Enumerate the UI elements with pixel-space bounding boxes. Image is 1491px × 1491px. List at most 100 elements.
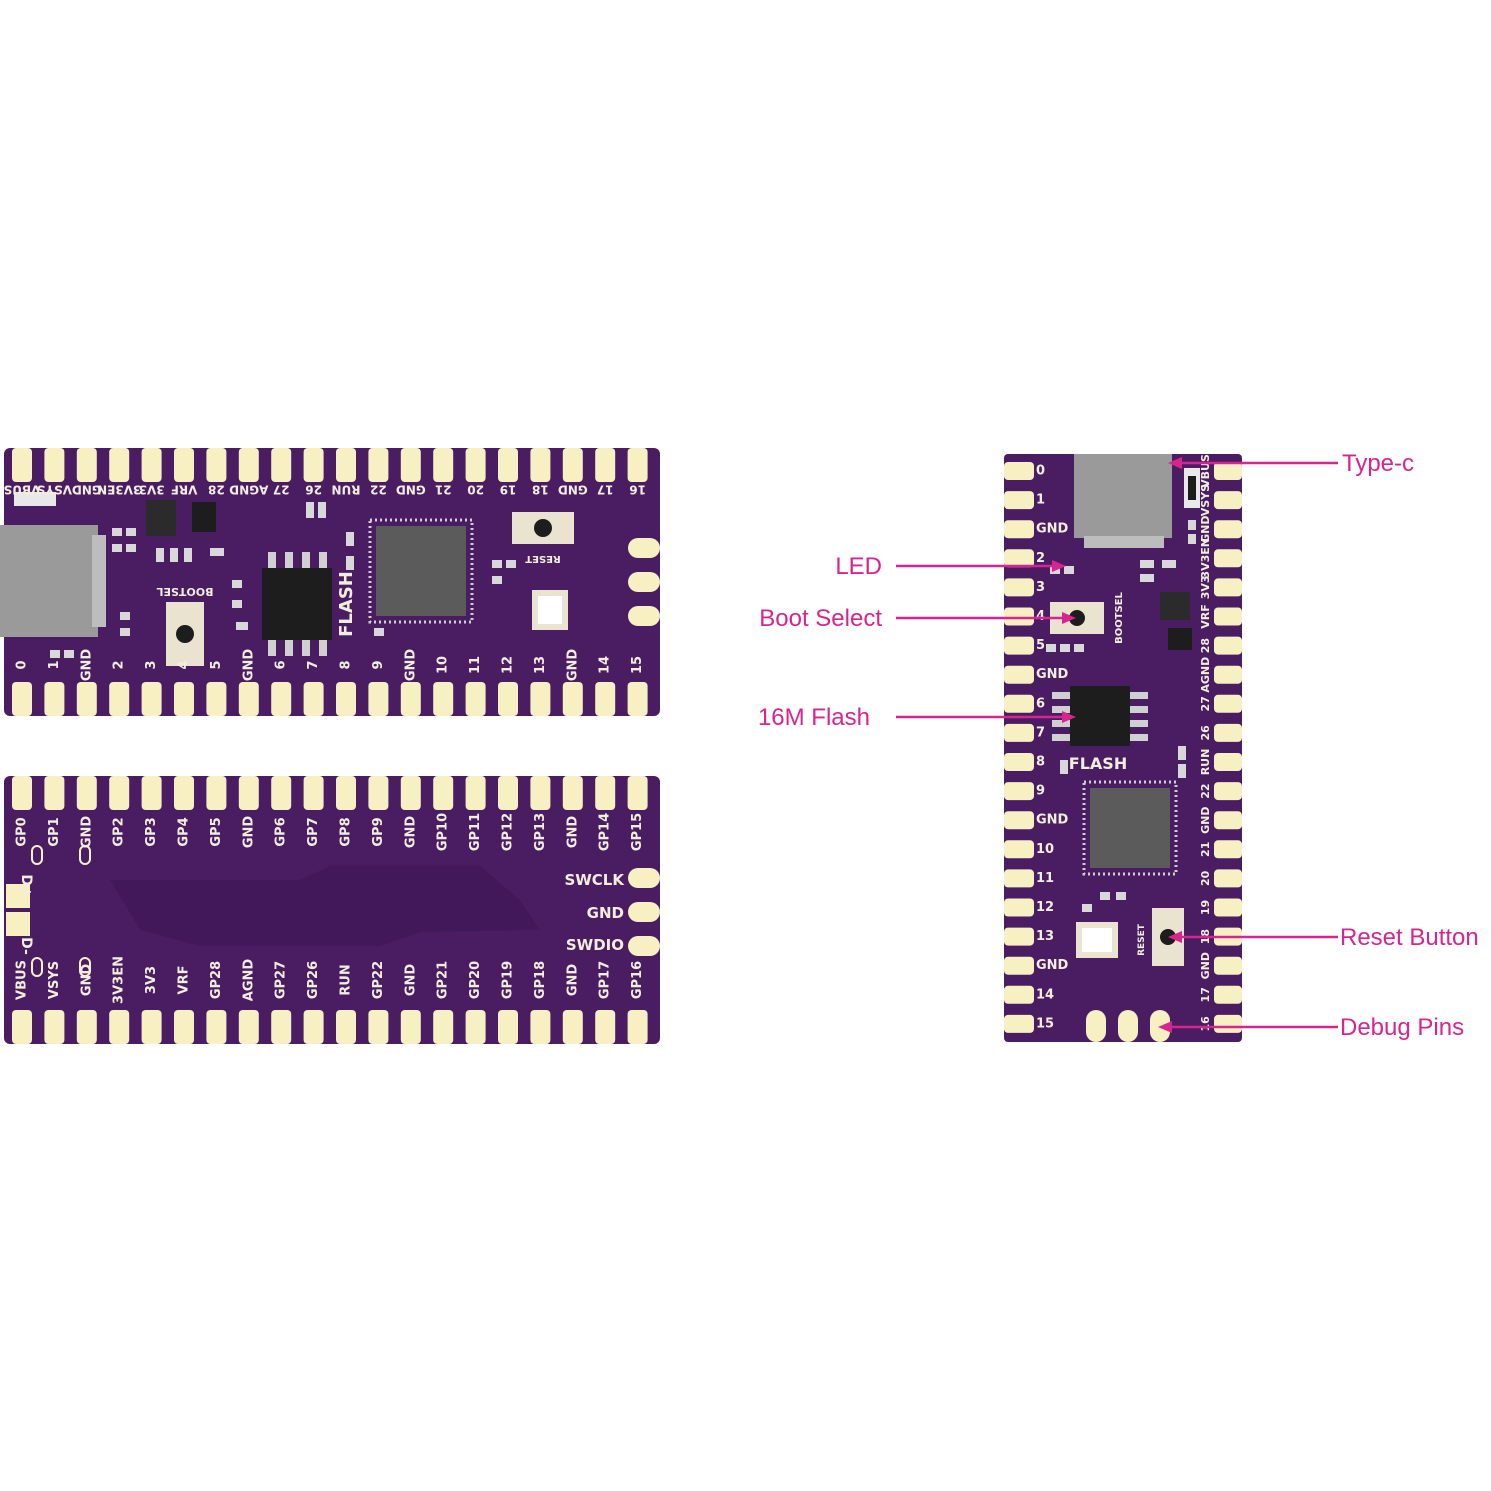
board-b-bottom-pin-label-16: GP18 <box>533 961 548 999</box>
castellated-pad <box>1004 811 1034 830</box>
board-a-top-pin-label-13: 21 <box>435 483 452 497</box>
inductor <box>192 502 216 532</box>
castellated-pad <box>1004 665 1034 684</box>
castellated-pad <box>1004 462 1034 480</box>
castellated-pad <box>400 776 421 810</box>
board-b-bottom-pin-label-8: GP27 <box>274 961 289 999</box>
flash-chip <box>1052 686 1148 746</box>
board-a-top-pin-label-19: 16 <box>629 483 646 497</box>
board-b-top-pads <box>12 776 648 810</box>
castellated-pad <box>465 448 486 482</box>
castellated-pad <box>1214 694 1242 713</box>
castellated-pad <box>1214 782 1242 801</box>
castellated-pad <box>1004 549 1034 568</box>
board-b-debug-pad <box>628 902 660 922</box>
board-a-top-pin-label-11: 22 <box>370 483 387 497</box>
board-b-top-pin-label-8: GP6 <box>274 817 289 846</box>
castellated-pad <box>530 1010 551 1044</box>
castellated-pad <box>141 682 162 716</box>
reset-label: RESET <box>525 553 561 564</box>
castellated-pad <box>1214 578 1242 597</box>
board-c-left-pin-label-5: 4 <box>1036 609 1045 624</box>
board-c-right-pin-label-0: VBUS <box>1199 454 1212 488</box>
inductor <box>1168 628 1192 650</box>
via-slot <box>31 957 43 977</box>
board-b-bottom-pin-label-14: GP20 <box>468 961 483 999</box>
board-a-top-pin-label-0: VBUS <box>4 483 41 497</box>
board-a-bottom-pin-label-4: 3 <box>144 660 159 669</box>
castellated-pad <box>562 448 583 482</box>
castellated-pad <box>1004 520 1034 539</box>
board-c-right-pin-label-4: 3V3 <box>1199 575 1212 599</box>
board-a-bottom-pin-label-9: 7 <box>306 660 321 669</box>
board-c-right-pin-label-1: VSYS <box>1199 484 1212 516</box>
castellated-pad <box>1004 869 1034 888</box>
board-c-left-pin-label-12: GND <box>1036 813 1069 828</box>
board-b-top-pin-label-1: GP1 <box>47 817 62 846</box>
castellated-pad <box>562 1010 583 1044</box>
castellated-pad <box>1004 1014 1034 1033</box>
castellated-pad <box>433 1010 454 1044</box>
board-b-debug-pad <box>628 868 660 888</box>
board-b-top-pin-label-10: GP8 <box>339 817 354 846</box>
castellated-pad <box>627 682 648 716</box>
board-a-bottom-pin-label-13: 10 <box>436 656 451 674</box>
bootsel-button-cap <box>176 625 194 643</box>
castellated-pad <box>174 682 194 716</box>
board-b-bottom-pin-label-15: GP19 <box>501 961 516 999</box>
castellated-pad <box>206 776 227 810</box>
castellated-pad <box>1004 927 1034 946</box>
board-c-right-labels: VBUSVSYSGND3V3EN3V3VRF28AGND2726RUN22GND… <box>1199 454 1212 1032</box>
board-b-top-pin-label-15: GP12 <box>501 813 516 851</box>
via-slot <box>31 845 43 865</box>
castellated-pad <box>12 682 32 716</box>
via-slot <box>79 845 91 865</box>
castellated-pad <box>271 776 292 810</box>
callout-reset-button-label: Reset Button <box>1340 924 1479 951</box>
castellated-pad <box>1214 491 1242 510</box>
castellated-pad <box>12 448 32 482</box>
board-b-top-pin-label-4: GP3 <box>144 817 159 846</box>
castellated-pad <box>76 682 97 716</box>
board-a-debug-pad <box>628 572 660 592</box>
board-b-top-pin-label-5: GP4 <box>177 817 192 846</box>
board-a-bottom-pin-label-17: GND <box>565 649 580 682</box>
board-a-top-pin-label-4: 3V3 <box>139 483 165 497</box>
board-a-top-pin-label-1: VSYS <box>37 483 72 497</box>
castellated-pad <box>530 776 551 810</box>
board-c-left-pin-label-0: 0 <box>1036 464 1045 479</box>
swdio-label: SWDIO <box>566 936 624 954</box>
board-b-top-pin-label-2: GND <box>79 816 94 849</box>
board-top-view: BOOTSEL FLASH RESET <box>0 448 660 716</box>
board-b-bottom-pin-label-5: VRF <box>177 966 192 995</box>
board-b-top-pin-label-17: GND <box>565 816 580 849</box>
castellated-pad <box>1004 753 1034 771</box>
castellated-pad <box>627 1010 648 1044</box>
castellated-pad <box>433 682 454 716</box>
castellated-pad <box>1004 723 1034 742</box>
castellated-pad <box>271 682 292 716</box>
callout-debug-pins-label: Debug Pins <box>1340 1014 1464 1041</box>
castellated-pad <box>336 776 356 810</box>
castellated-pad <box>206 682 227 716</box>
board-c-left-pin-label-19: 15 <box>1036 1016 1054 1031</box>
board-a-bottom-pin-label-3: 2 <box>112 660 127 669</box>
board-a-bottom-pin-label-2: GND <box>79 649 94 682</box>
board-a-debug-pad <box>628 606 660 626</box>
board-b-debug-pad <box>628 936 660 956</box>
board-c-left-pin-label-18: 14 <box>1036 987 1054 1002</box>
callout-flash-label: 16M Flash <box>758 704 870 731</box>
castellated-pad <box>1004 578 1034 597</box>
usb-dminus-label: D- <box>18 937 34 955</box>
castellated-pad <box>174 448 194 482</box>
castellated-pad <box>400 682 421 716</box>
board-b-bottom-pin-label-11: GP22 <box>371 961 386 999</box>
castellated-pad <box>498 682 518 716</box>
board-a-bottom-pin-label-0: 0 <box>15 660 30 669</box>
castellated-pad <box>238 1010 259 1044</box>
reset-button-cap <box>534 519 552 537</box>
led <box>14 492 56 506</box>
castellated-pad <box>433 448 454 482</box>
